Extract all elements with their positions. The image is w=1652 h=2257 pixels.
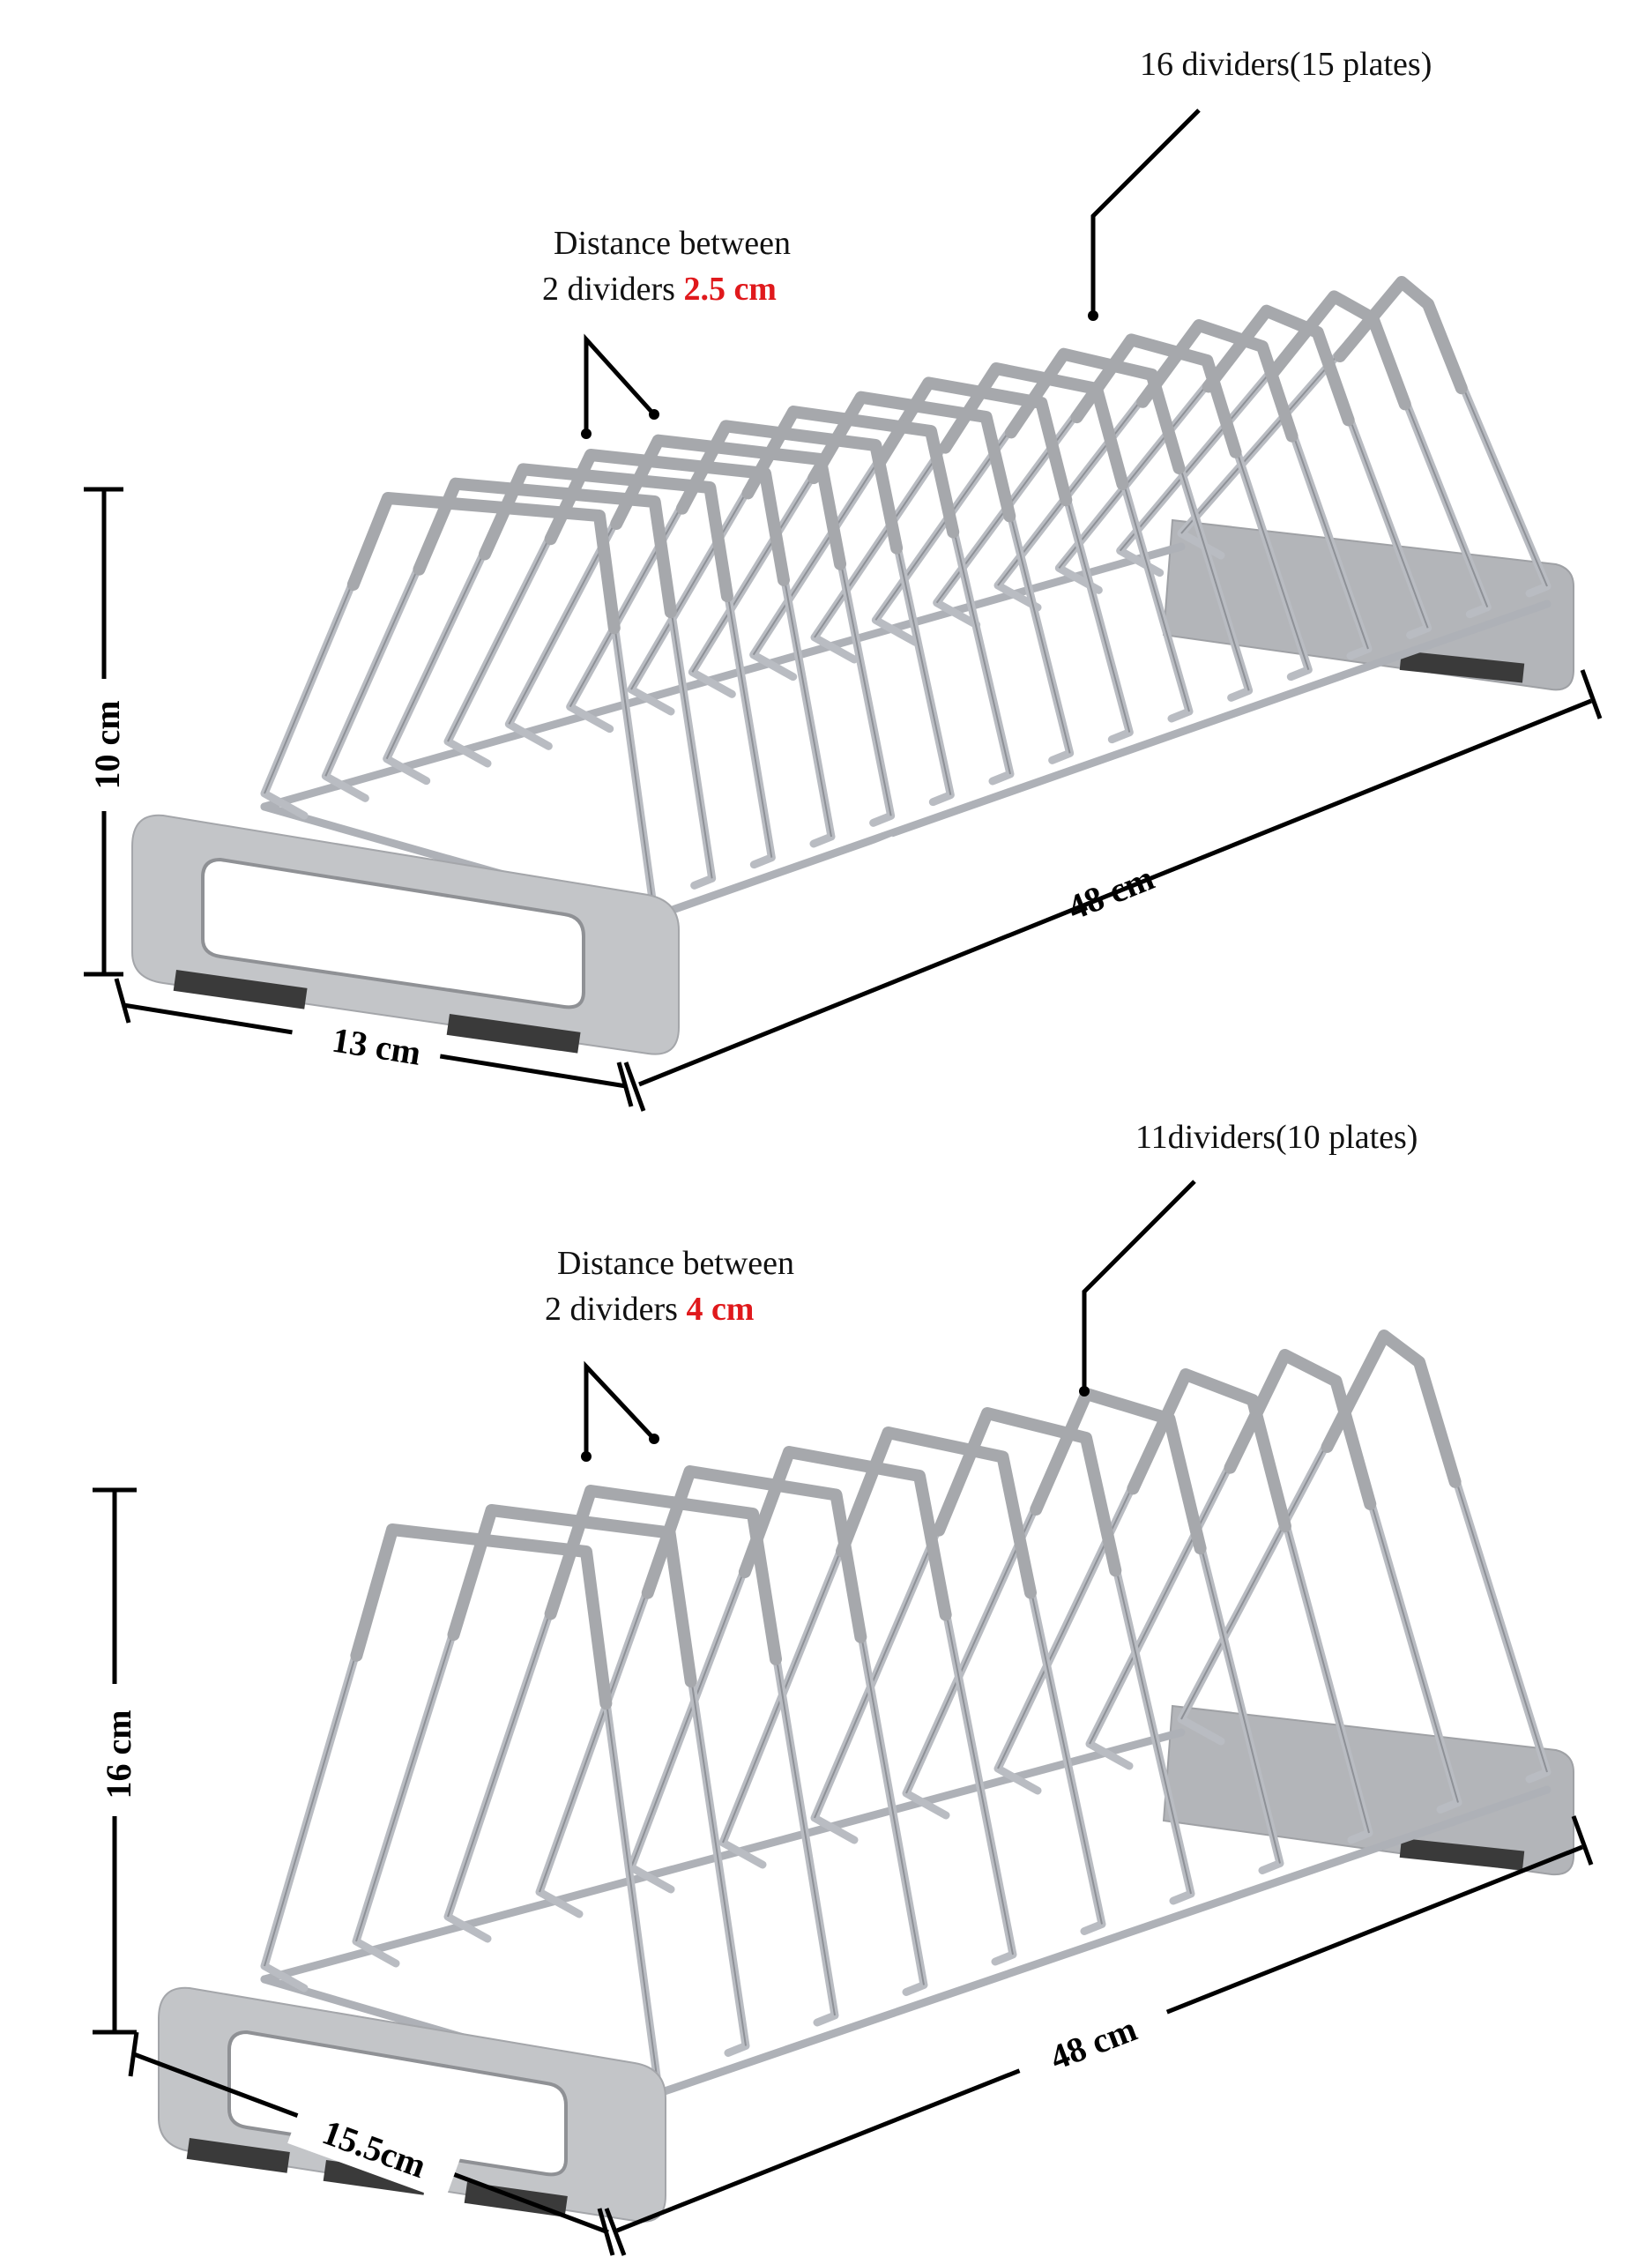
divider-coating	[1334, 276, 1468, 395]
spacing-prefix: 2 dividers	[545, 1291, 686, 1328]
spacing-heading: Distance between	[557, 1245, 794, 1282]
divider-coating	[738, 1446, 952, 1621]
divider-coating	[1321, 1330, 1462, 1488]
divider-coating	[1268, 290, 1411, 411]
length-dimension: 48 cm	[1062, 858, 1160, 928]
spacing-prefix: 2 dividers	[542, 271, 683, 308]
front-base	[131, 814, 680, 1055]
spacing-value: 2.5 cm	[683, 271, 777, 308]
rack2-annotation-dots	[581, 1386, 1090, 1462]
dividers-count-label: 11dividers(10 plates)	[1135, 1119, 1418, 1156]
divider-wire	[321, 480, 717, 890]
divider-coating	[1136, 319, 1299, 443]
divider-coating	[350, 1523, 613, 1710]
divider-coating	[836, 1426, 1037, 1599]
divider-set	[260, 276, 1552, 911]
divider-coating	[447, 1504, 697, 1688]
front-base	[158, 1986, 666, 2223]
divider-coating	[1004, 347, 1186, 474]
rack1-labels	[79, 679, 912, 1083]
divider-coating	[1070, 333, 1242, 458]
spacing-value: 4 cm	[686, 1291, 754, 1328]
rack-small-spacing	[131, 276, 1574, 1055]
divider-coating	[939, 362, 1129, 491]
spacing-heading: Distance between	[554, 225, 791, 262]
divider-wire-edge	[355, 1508, 747, 2046]
spacing-line: 2 dividers 2.5 cm	[542, 271, 777, 308]
dividers-count-label: 16 dividers(15 plates)	[1140, 46, 1432, 83]
rack1-annotations	[84, 108, 1603, 1112]
rack1-annotation-dots	[581, 310, 1098, 439]
divider-coating	[1030, 1388, 1207, 1555]
divider-wire-edge	[630, 1450, 1014, 1955]
divider-wire	[627, 1448, 1017, 1966]
divider-coating	[413, 477, 677, 619]
divider-wire-edge	[324, 482, 713, 879]
height-dimension: 16 cm	[99, 1710, 138, 1799]
divider-wire-edge	[539, 1470, 925, 1985]
divider-coating	[933, 1407, 1122, 1577]
divider-coating	[1224, 1349, 1377, 1510]
rack-large-spacing	[158, 1330, 1574, 2223]
divider-coating	[346, 492, 621, 635]
height-dimension: 10 cm	[87, 700, 127, 789]
divider-wire	[352, 1506, 750, 2057]
divider-coating	[1202, 304, 1355, 427]
divider-coating	[1127, 1368, 1291, 1533]
back-base	[1162, 1704, 1574, 1876]
spacing-line: 2 dividers 4 cm	[545, 1291, 754, 1328]
rack2-labels	[88, 1684, 1177, 2201]
divider-set	[260, 1330, 1552, 2088]
divider-wire-edge	[1180, 1334, 1548, 1773]
